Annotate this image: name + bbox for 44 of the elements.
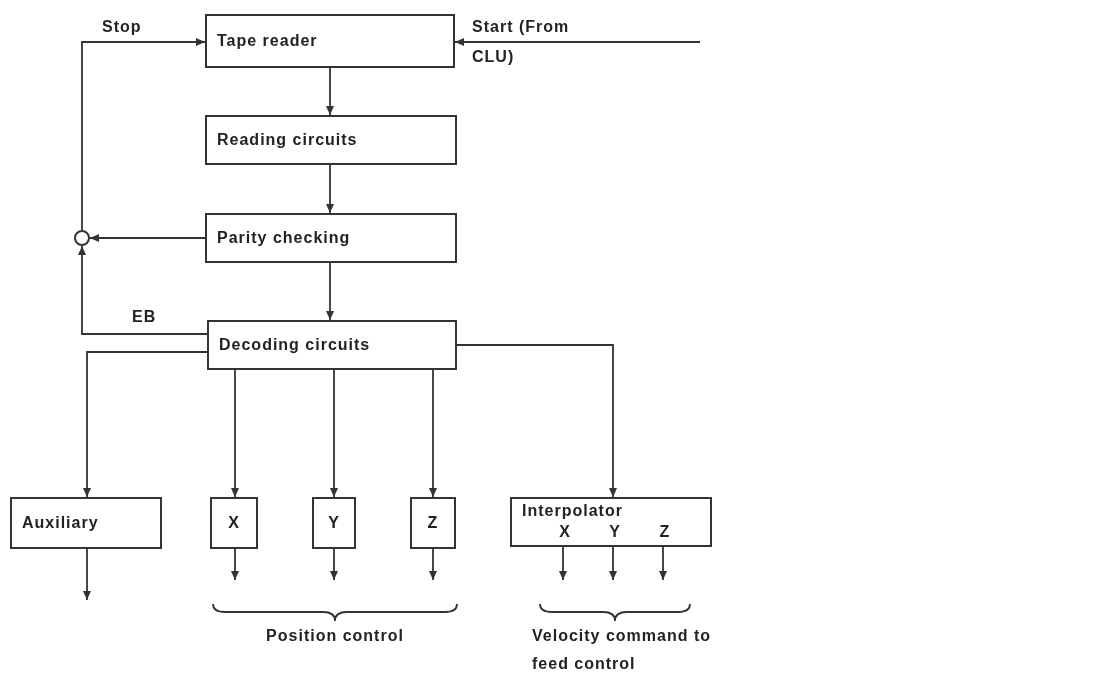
arrow [83,548,91,601]
arrow [609,546,617,581]
block [205,14,455,68]
block-label: Z [427,514,439,532]
arrow [231,369,239,498]
junction-circle [74,230,90,246]
arrow [659,546,667,581]
block-label: Decoding circuits [219,336,371,354]
arrow [330,548,338,581]
arrow [231,548,239,581]
block [510,497,712,547]
arrow [326,262,334,321]
arrow [454,38,701,46]
axis-label: Z [659,523,671,541]
block [205,213,457,263]
block-label: Y [328,514,340,532]
block [410,497,456,549]
group-caption: Velocity command to feed control [532,626,713,674]
block [205,115,457,165]
arrow [326,164,334,214]
arrow [83,351,208,498]
block-label: Parity checking [217,229,351,247]
arrow [559,546,567,581]
block [312,497,356,549]
block-label: X [228,514,240,532]
arrow [456,344,617,498]
arrow [429,548,437,581]
block-label: Reading circuits [217,131,358,149]
arrow [330,369,338,498]
block-label: Tape reader [217,32,318,50]
arrow [78,245,208,335]
block [207,320,457,370]
block [10,497,162,549]
arrow [326,67,334,116]
block-title: Interpolator [522,502,623,520]
arrow [81,38,206,231]
arrow [89,234,206,242]
block-label: Auxiliary [22,514,99,532]
axis-label: X [559,523,571,541]
group-caption: Position control [265,626,405,646]
edge-label: Start (From CLU) [471,17,571,67]
arrow [429,369,437,498]
block [210,497,258,549]
axis-label: Y [609,523,621,541]
